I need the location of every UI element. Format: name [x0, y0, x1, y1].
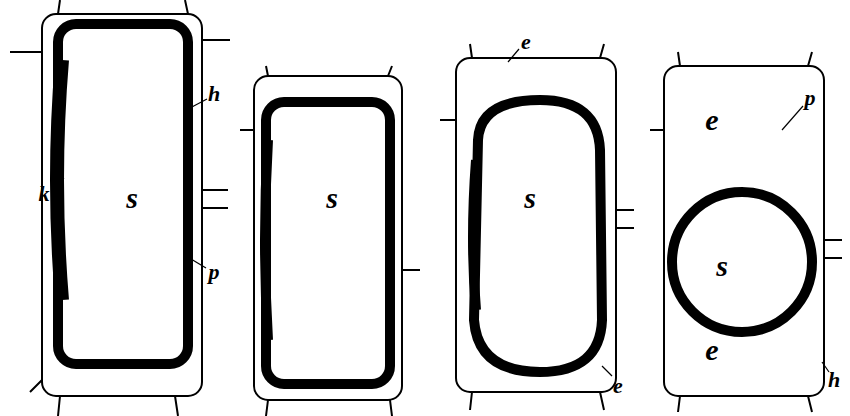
leader-line	[190, 99, 207, 108]
leader-line	[186, 256, 206, 268]
part-letter: s	[324, 183, 340, 213]
part-letter: e	[611, 375, 625, 397]
cell-wall	[664, 66, 824, 396]
part-letter: p	[803, 87, 818, 109]
protoplast	[58, 24, 188, 364]
part-letter: p	[207, 261, 222, 283]
neighbour-walls	[650, 52, 842, 412]
neighbour-walls	[440, 44, 634, 410]
cell-wall	[456, 58, 616, 392]
part-letter: s	[124, 183, 140, 213]
part-letter: k	[37, 183, 52, 205]
part-letter: e	[519, 31, 533, 53]
nucleus	[473, 160, 476, 310]
protoplast	[266, 102, 390, 384]
neighbour-walls	[10, 0, 230, 416]
leader-line	[602, 366, 612, 376]
part-letter: e	[703, 105, 720, 135]
neighbour-walls	[240, 66, 420, 416]
leader-line	[782, 106, 803, 130]
protoplast	[672, 192, 812, 332]
part-letter: h	[206, 83, 222, 105]
leader-line	[52, 178, 64, 188]
part-letter: e	[703, 335, 720, 365]
protoplast	[474, 100, 602, 372]
cell-wall	[42, 14, 202, 396]
part-letter: h	[826, 369, 842, 391]
nucleus	[265, 140, 268, 340]
part-letter: s	[522, 183, 538, 213]
cell-wall	[254, 76, 402, 400]
leader-line	[508, 49, 519, 62]
part-letter: s	[714, 251, 730, 281]
